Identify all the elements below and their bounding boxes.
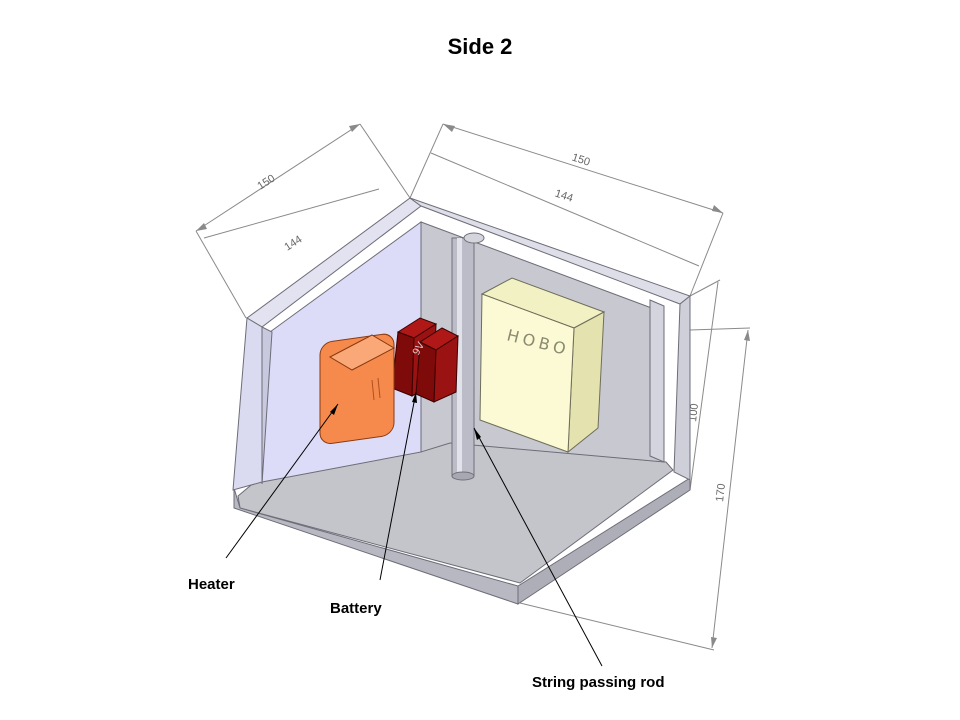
slide-title: Side 2 [447, 34, 513, 59]
dimension-arrowheads [196, 124, 750, 648]
label-battery: Battery [330, 600, 382, 617]
dim-right-outer: 150 [570, 152, 591, 169]
callout-leaders [225, 391, 603, 667]
dim-outer-height: 170 [714, 483, 728, 503]
heater-unit [319, 333, 396, 444]
label-heater: Heater [188, 576, 235, 593]
enclosure-floor-right-edge [517, 477, 691, 605]
dim-left-inner: 144 [282, 233, 304, 253]
enclosure-right-inner-strip [649, 299, 665, 463]
enclosure-left-rim-face-inner [261, 326, 273, 485]
dim-inner-height: 100 [687, 403, 701, 423]
dimension-lines [195, 123, 751, 651]
label-string-passing-rod: String passing rod [532, 674, 665, 691]
enclosure-right-rim-face [673, 294, 691, 481]
hobo-logger: HOBO [479, 277, 606, 454]
dim-right-inner: 144 [553, 188, 574, 205]
enclosure-left-rim-face [232, 317, 263, 491]
callout-arrowheads [330, 392, 481, 440]
battery-pack: 9V [391, 317, 460, 403]
